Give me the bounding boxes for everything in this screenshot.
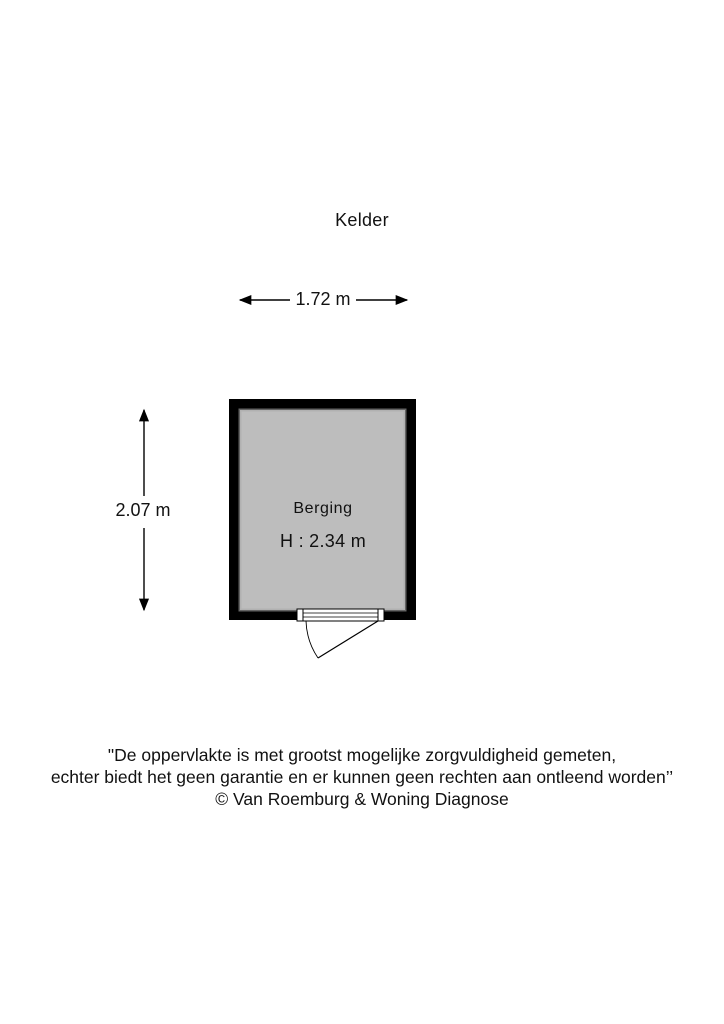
disclaimer: "De oppervlakte is met grootst mogelijke… (0, 744, 724, 810)
height-dimension-label: 2.07 m (110, 500, 176, 521)
width-dimension-label: 1.72 m (290, 289, 356, 310)
floor-title: Kelder (335, 210, 389, 230)
room-floor (240, 410, 405, 610)
door-swing-arc (305, 620, 319, 659)
disclaimer-line-2: echter biedt het geen garantie en er kun… (50, 767, 674, 787)
room-ceiling-height: H : 2.34 m (279, 531, 367, 551)
copyright-notice: © Van Roemburg & Woning Diagnose (215, 789, 509, 809)
room-name: Berging (293, 500, 353, 517)
disclaimer-line-1: "De oppervlakte is met grootst mogelijke… (107, 745, 617, 765)
door (296, 608, 385, 659)
door-leaf (317, 620, 379, 659)
